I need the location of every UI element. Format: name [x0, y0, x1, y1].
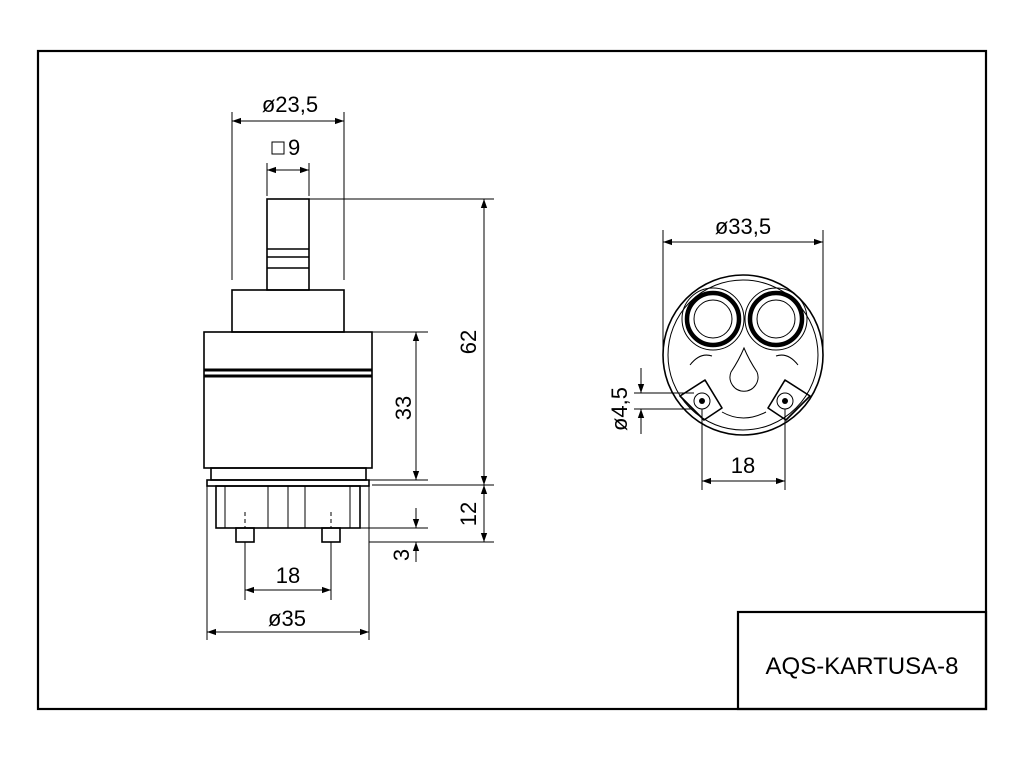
dim-base-diameter: ø35: [206, 486, 370, 640]
dim-pin-spacing-bottom: 18: [701, 409, 786, 490]
dim-base-height: 12: [369, 485, 494, 543]
dim-pin-height: 3: [340, 508, 428, 562]
base-diameter-label: ø35: [268, 606, 306, 631]
right-port: [744, 287, 808, 351]
total-height-label: 62: [456, 330, 481, 354]
pin-spacing-side-label: 18: [276, 563, 300, 588]
stem-diameter-label: ø23,5: [262, 92, 318, 117]
dim-stem-diameter: ø23,5: [231, 92, 345, 280]
base-height-label: 12: [456, 502, 481, 526]
dim-body-height: 33: [366, 331, 428, 481]
outer-diameter-label: ø33,5: [715, 214, 771, 239]
dim-pin-spacing-side: 18: [244, 542, 332, 600]
dim-total-height: 62: [309, 198, 494, 486]
dim-outer-diameter: ø33,5: [662, 214, 824, 352]
dim-pin-diameter: ø4,5: [607, 368, 694, 434]
drawing-frame: [36, 49, 988, 711]
pin-spacing-bottom-label: 18: [731, 453, 755, 478]
dim-stem-square: 9: [266, 135, 310, 196]
left-port: [681, 287, 745, 351]
stem-square-label: 9: [288, 135, 300, 160]
square-symbol-icon: [271, 141, 285, 155]
pin-height-label: 3: [389, 549, 414, 561]
body-height-label: 33: [391, 396, 416, 420]
part-code: AQS-KARTUSA-8: [766, 653, 959, 680]
cartridge-bottom-view: [662, 274, 824, 436]
cartridge-side-view: [203, 198, 373, 543]
pin-diameter-label: ø4,5: [607, 387, 632, 431]
title-block: AQS-KARTUSA-8: [736, 610, 988, 711]
